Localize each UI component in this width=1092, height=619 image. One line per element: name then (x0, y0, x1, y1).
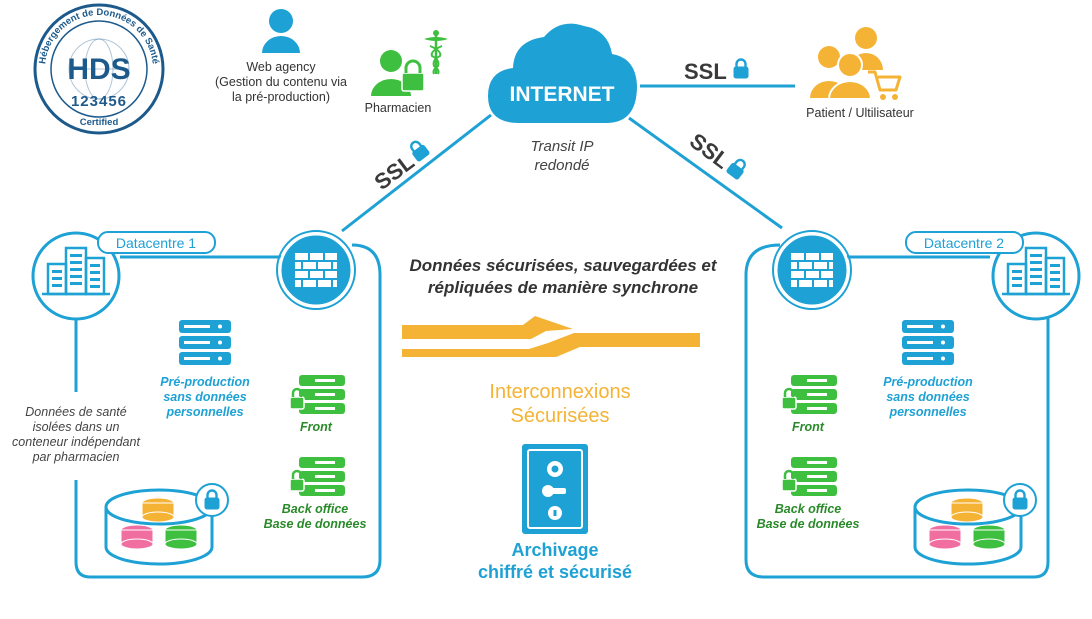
headline-line-1: Données sécurisées, sauvegardées et (409, 256, 717, 275)
isolation-line-4: par pharmacien (32, 450, 120, 464)
dc1-preprod-line-3: personnelles (166, 405, 244, 419)
archivage-line-2: chiffré et sécurisé (477, 562, 633, 582)
transit-ip-label: Transit IP redondé (500, 137, 624, 175)
firewall-icon-1 (275, 229, 357, 311)
ssl-lock-icon (724, 155, 750, 182)
database-container-dc1 (104, 483, 229, 566)
isolation-note: Données de santé isolées dans un contene… (8, 405, 144, 465)
hds-badge-number: 123456 (71, 93, 127, 110)
internet-cloud: INTERNET (488, 23, 637, 123)
preprod-server-icon-dc2 (902, 320, 954, 365)
dc1-backoffice-line-2: Base de données (263, 517, 367, 531)
dc2-front-label: Front (792, 420, 824, 434)
headline-line-2: répliquées de manière synchrone (427, 278, 699, 297)
dc2-preprod-line-2: sans données (886, 390, 970, 404)
network-lines (74, 84, 795, 500)
pharmacien-label: Pharmacien (364, 101, 432, 115)
hds-certification-badge: Hébergement de Données de Santé HDS 1234… (33, 3, 165, 135)
svg-text:SSL: SSL (370, 149, 419, 195)
web-agency-user-icon (262, 9, 300, 53)
svg-text:SSL: SSL (684, 59, 727, 84)
isolation-line-1: Données de santé (25, 405, 127, 419)
interconnexions-line-2: Sécurisées (510, 405, 610, 427)
front-server-icon-dc1 (288, 373, 347, 416)
dc2-backoffice-line-2: Base de données (756, 517, 860, 531)
ssl-lock-icon (406, 137, 431, 163)
firewall-icon-2 (771, 229, 853, 311)
hds-badge-bottom-text: Certified (80, 117, 119, 128)
backoffice-server-icon-dc2 (780, 455, 839, 498)
svg-text:SSL: SSL (685, 128, 734, 174)
datacentre-2-pill (905, 231, 1024, 254)
database-container-dc2 (913, 483, 1037, 566)
archivage-label: Archivage chiffré et sécurisé (440, 539, 670, 583)
dc2-preprod-line-1: Pré-production (883, 375, 973, 389)
datacentre-1-label: Datacentre 1 (116, 235, 196, 251)
ssl-label-right: SSL (685, 128, 750, 182)
front-server-icon-dc2 (780, 373, 839, 416)
web-agency-line-1: Web agency (246, 60, 316, 74)
dc2-backoffice-label: Back office Base de données (743, 502, 873, 532)
dc1-preprod-line-2: sans données (163, 390, 247, 404)
web-agency-line-3: la pré-production) (232, 90, 330, 104)
interconnexions-line-1: Interconnexions (489, 381, 631, 403)
ssl-label-top: SSL (684, 58, 750, 84)
datacentre-2-container (744, 243, 1050, 579)
isolation-line-3: conteneur indépendant (12, 435, 140, 449)
datacentre-1-container (74, 243, 382, 579)
transit-line-1: Transit IP (530, 138, 594, 155)
patient-users-cart-icon (810, 27, 902, 100)
interconnexions-label: Interconnexions Sécurisées (450, 380, 670, 428)
dc2-backoffice-line-1: Back office (774, 502, 842, 516)
center-headline: Données sécurisées, sauvegardées et répl… (398, 255, 728, 299)
ssl-lock-icon (732, 58, 750, 80)
dc1-preprod-line-1: Pré-production (160, 375, 250, 389)
web-agency-line-2: (Gestion du contenu via (214, 75, 348, 89)
internet-label: INTERNET (510, 83, 615, 106)
hds-badge-main: HDS (67, 53, 130, 86)
dc1-front-label: Front (300, 420, 332, 434)
dc2-preprod-label: Pré-production sans données personnelles (868, 375, 988, 420)
web-agency-label: Web agency (Gestion du contenu via la pr… (196, 60, 366, 105)
dc1-backoffice-line-1: Back office (281, 502, 349, 516)
backoffice-server-icon-dc1 (288, 455, 347, 498)
archive-safe-icon (522, 444, 588, 534)
dc2-preprod-line-3: personnelles (889, 405, 967, 419)
interconnexion-bolt-icon (402, 316, 700, 357)
datacentre-2-label: Datacentre 2 (924, 235, 1004, 251)
pharmacien-icon (371, 30, 448, 96)
datacentre-1-pill (97, 231, 216, 254)
transit-line-2: redondé (534, 157, 590, 174)
dc1-backoffice-label: Back office Base de données (250, 502, 380, 532)
dc1-preprod-label: Pré-production sans données personnelles (145, 375, 265, 420)
preprod-server-icon-dc1 (179, 320, 231, 365)
patient-label: Patient / Ultilisateur (806, 106, 914, 120)
isolation-line-2: isolées dans un (32, 420, 120, 434)
archivage-line-1: Archivage (511, 540, 599, 560)
